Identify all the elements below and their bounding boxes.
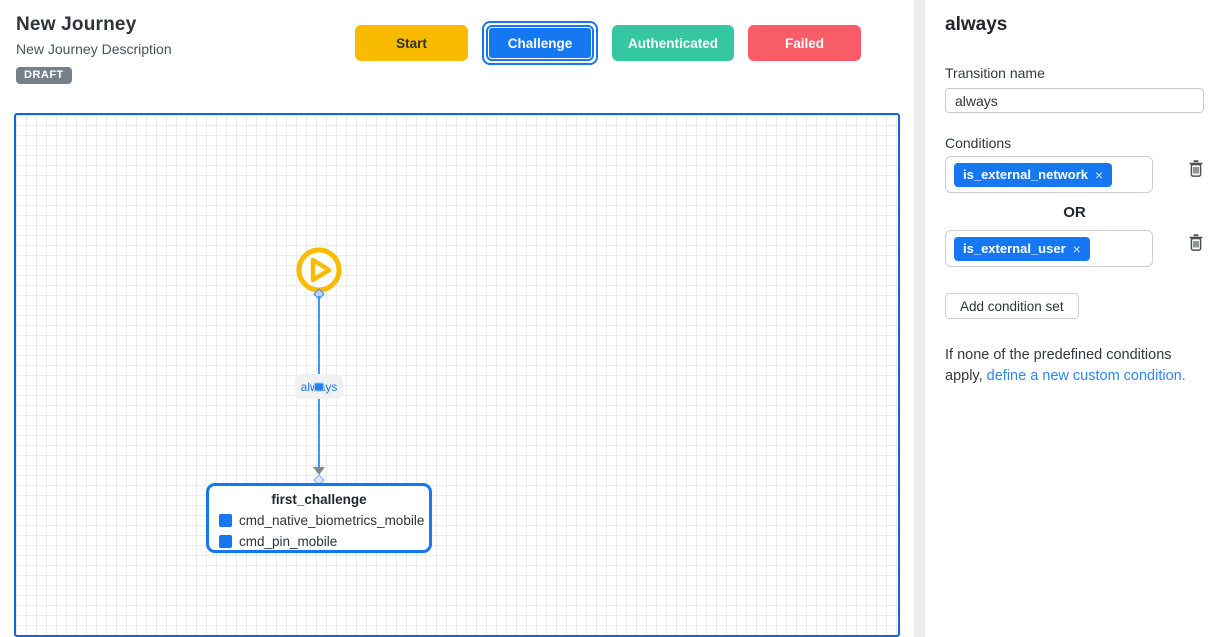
condition-chip[interactable]: is_external_user × xyxy=(954,236,1090,261)
state-button-authenticated[interactable]: Authenticated xyxy=(612,25,735,61)
status-badge: DRAFT xyxy=(16,67,72,84)
edge-midpoint-marker[interactable] xyxy=(314,382,324,391)
trash-icon xyxy=(1189,234,1203,251)
transition-properties-panel: always Transition name Conditions is_ext… xyxy=(925,0,1215,637)
node-first-challenge[interactable]: first_challenge cmd_native_biometrics_mo… xyxy=(206,483,432,553)
node-title: first_challenge xyxy=(271,492,367,507)
chip-remove-icon[interactable]: × xyxy=(1095,166,1104,183)
page-subtitle: New Journey Description xyxy=(16,41,172,57)
state-button-failed[interactable]: Failed xyxy=(748,25,862,61)
chip-remove-icon[interactable]: × xyxy=(1072,240,1081,257)
panel-divider xyxy=(914,0,925,637)
custom-condition-text: If none of the predefined conditions app… xyxy=(945,347,1172,384)
condition-set-input[interactable]: is_external_network × xyxy=(945,156,1153,193)
journey-header: New Journey New Journey Description DRAF… xyxy=(16,14,172,84)
condition-chip-label: is_external_user xyxy=(963,241,1066,256)
panel-title: always xyxy=(945,14,1008,35)
define-custom-condition-link[interactable]: define a new custom condition. xyxy=(986,368,1186,384)
node-item-label: cmd_native_biometrics_mobile xyxy=(239,513,425,528)
node-item-row[interactable]: cmd_pin_mobile xyxy=(219,534,419,549)
custom-condition-note: If none of the predefined conditions app… xyxy=(945,345,1207,387)
control-square-icon xyxy=(219,514,232,527)
delete-condition-set-button[interactable] xyxy=(1188,233,1204,252)
delete-condition-set-button[interactable] xyxy=(1188,159,1204,178)
trash-icon xyxy=(1189,160,1203,177)
condition-chip-label: is_external_network xyxy=(963,167,1089,182)
or-separator: OR xyxy=(1063,204,1086,221)
state-button-challenge[interactable]: Challenge xyxy=(486,25,594,61)
add-condition-set-button[interactable]: Add condition set xyxy=(945,293,1079,319)
edge-label-always[interactable]: always xyxy=(295,374,343,399)
start-node[interactable] xyxy=(295,246,343,294)
node-item-row[interactable]: cmd_native_biometrics_mobile xyxy=(219,513,424,528)
transition-name-label: Transition name xyxy=(945,65,1045,81)
state-button-challenge-selection-ring: Challenge xyxy=(482,21,598,65)
transition-name-input[interactable] xyxy=(945,88,1204,113)
condition-chip[interactable]: is_external_network × xyxy=(954,162,1113,187)
conditions-label: Conditions xyxy=(945,135,1012,151)
state-button-start[interactable]: Start xyxy=(355,25,468,61)
state-buttons: Start Challenge Authenticated Failed xyxy=(355,21,862,65)
edge-arrowhead-icon xyxy=(313,467,325,475)
condition-set-row: is_external_network × xyxy=(945,156,1204,193)
page-title: New Journey xyxy=(16,14,137,35)
condition-set-row: is_external_user × xyxy=(945,230,1204,267)
journey-canvas[interactable]: always first_challenge cmd_native_biomet… xyxy=(14,113,900,637)
play-circle-icon xyxy=(296,247,342,293)
node-item-label: cmd_pin_mobile xyxy=(239,534,338,549)
condition-set-input[interactable]: is_external_user × xyxy=(945,230,1153,267)
control-square-icon xyxy=(219,535,232,548)
